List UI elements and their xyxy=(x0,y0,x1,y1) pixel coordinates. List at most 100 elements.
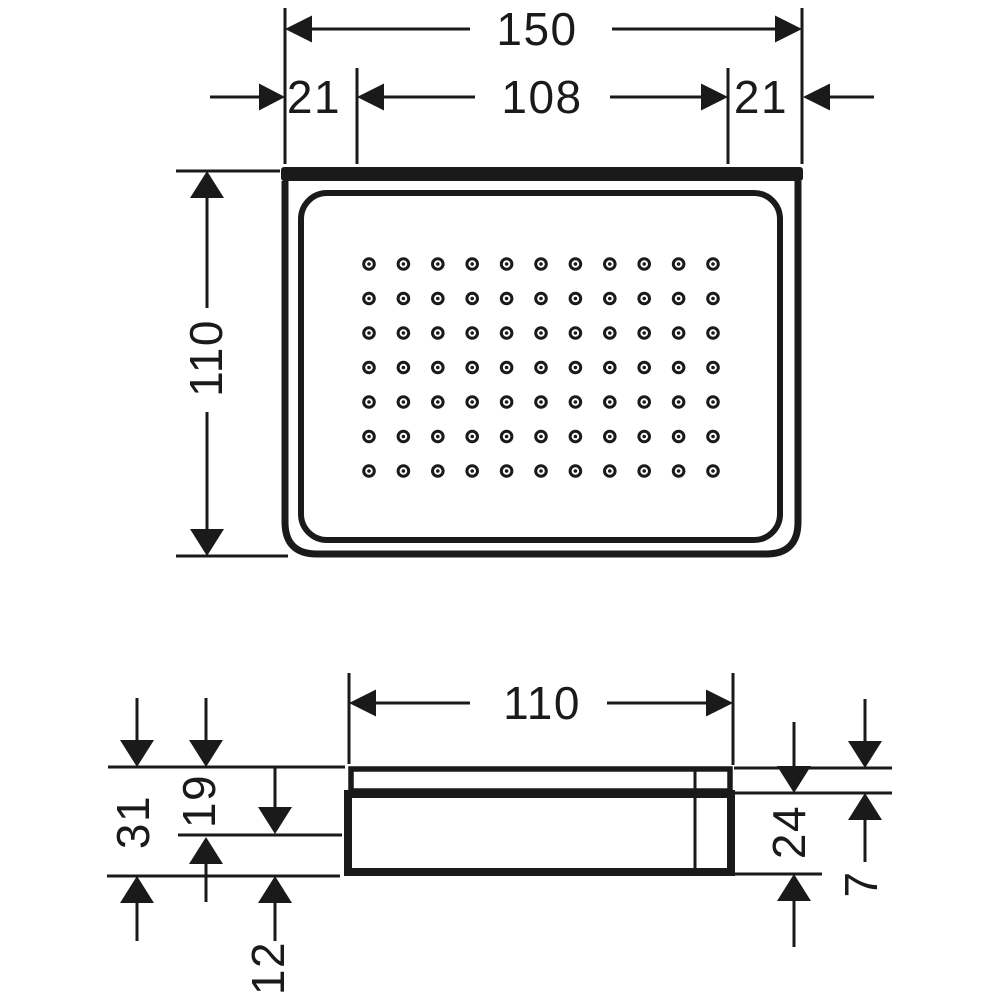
perforation-hole-center xyxy=(539,400,543,404)
arrowhead-right-icon xyxy=(706,689,733,717)
perforation-hole-center xyxy=(573,469,578,473)
perforation-hole-center xyxy=(436,296,440,301)
perforation-hole-center xyxy=(608,434,612,439)
perforation-hole-center xyxy=(401,262,406,266)
perforation-hole-center xyxy=(573,365,578,370)
side-view-left-reference-lines xyxy=(107,765,345,878)
perforation-hole-center xyxy=(470,365,475,370)
perforation-hole xyxy=(465,326,480,340)
perforation-hole xyxy=(499,464,514,478)
perforation-hole-center xyxy=(367,400,371,404)
arrowhead-down-icon xyxy=(189,740,223,767)
perforation-hole-center xyxy=(539,331,543,335)
side-view-right-reference-lines xyxy=(734,766,892,876)
dim-label-depth: 110 xyxy=(503,677,581,729)
dim-top-view-depth: 110 xyxy=(176,169,288,558)
perforation-hole-center xyxy=(436,434,440,439)
perforation-hole-center xyxy=(539,469,543,473)
dim-rim-height: 7 xyxy=(835,699,887,898)
top-view-outer-outline xyxy=(281,181,802,558)
perforation-hole xyxy=(706,291,720,306)
perforation-hole-center xyxy=(676,262,681,266)
perforation-hole xyxy=(534,464,548,478)
perforation-hole xyxy=(396,395,411,409)
perforation-hole xyxy=(362,291,376,306)
perforation-hole xyxy=(671,429,686,444)
arrowhead-up-icon xyxy=(777,874,811,901)
arrowhead-down-icon xyxy=(120,740,154,767)
perforation-hole-center xyxy=(642,296,646,301)
perforation-hole xyxy=(603,395,617,409)
perforation-hole-center xyxy=(642,331,646,335)
perforation-hole xyxy=(431,429,445,444)
arrowhead-up-icon xyxy=(190,171,224,198)
perforation-hole-center xyxy=(642,434,646,439)
top-view xyxy=(281,167,803,558)
perforation-hole xyxy=(465,291,480,306)
perforation-hole-center xyxy=(436,400,440,404)
arrowhead-right-icon xyxy=(775,15,802,43)
perforation-hole-center xyxy=(367,365,371,370)
perforation-hole-center xyxy=(676,469,681,473)
dim-label-overall-width: 150 xyxy=(496,3,577,55)
perforation-hole-center xyxy=(436,469,440,473)
perforation-hole-center xyxy=(642,365,646,370)
perforation-hole-center xyxy=(642,262,646,266)
perforation-hole xyxy=(396,464,411,478)
arrowhead-left-icon xyxy=(803,83,830,111)
side-view-body-profile xyxy=(344,790,735,876)
perforation-hole-center xyxy=(539,434,543,439)
perforation-hole xyxy=(465,429,480,444)
arrowhead-up-icon xyxy=(848,793,882,820)
arrowhead-up-icon xyxy=(120,876,154,903)
perforation-hole xyxy=(568,291,583,306)
perforation-hole-center xyxy=(676,331,681,335)
perforation-hole-center xyxy=(711,331,715,335)
perforation-hole-center xyxy=(504,400,509,404)
perforation-hole-center xyxy=(504,331,509,335)
perforation-hole-center xyxy=(573,262,578,266)
perforation-hole-center xyxy=(539,262,543,266)
perforation-hole xyxy=(706,360,720,375)
perforation-hole xyxy=(465,257,480,271)
dim-left-inset: 21 xyxy=(210,71,341,123)
perforation-hole-center xyxy=(711,469,715,473)
dim-label-left-inset: 21 xyxy=(287,71,341,123)
perforation-hole-center xyxy=(504,469,509,473)
perforation-hole xyxy=(603,257,617,271)
perforation-hole xyxy=(706,395,720,409)
perforation-hole xyxy=(362,360,376,375)
arrowhead-left-icon xyxy=(349,689,376,717)
arrowhead-down-icon xyxy=(848,741,882,768)
dim-label-overall-height: 31 xyxy=(107,795,159,849)
arrowhead-right-icon xyxy=(259,83,285,111)
perforation-hole xyxy=(671,464,686,478)
perforation-hole-center xyxy=(711,262,715,266)
perforation-hole-center xyxy=(539,365,543,370)
arrowhead-up-icon xyxy=(189,837,223,864)
dim-label-rim-height: 7 xyxy=(835,870,887,897)
perforation-hole-center xyxy=(539,296,543,301)
perforation-hole xyxy=(396,257,411,271)
perforation-hole-center xyxy=(401,400,406,404)
perforation-hole xyxy=(431,257,445,271)
dim-side-view-depth: 110 xyxy=(347,673,735,765)
perforation-hole-center xyxy=(676,400,681,404)
perforation-hole xyxy=(706,429,720,444)
perforation-hole xyxy=(465,395,480,409)
perforation-hole-center xyxy=(367,331,371,335)
perforation-hole-center xyxy=(573,434,578,439)
dim-label-body-height: 24 xyxy=(763,805,815,859)
perforation-hole xyxy=(396,326,411,340)
perforation-grid xyxy=(362,257,720,478)
perforation-hole xyxy=(534,429,548,444)
perforation-hole xyxy=(603,464,617,478)
perforation-hole xyxy=(431,395,445,409)
perforation-hole xyxy=(671,326,686,340)
perforation-hole xyxy=(431,326,445,340)
top-view-back-rail xyxy=(281,167,803,181)
perforation-hole-center xyxy=(711,296,715,301)
arrowhead-left-icon xyxy=(357,83,384,111)
top-view-inner-panel xyxy=(298,190,783,543)
